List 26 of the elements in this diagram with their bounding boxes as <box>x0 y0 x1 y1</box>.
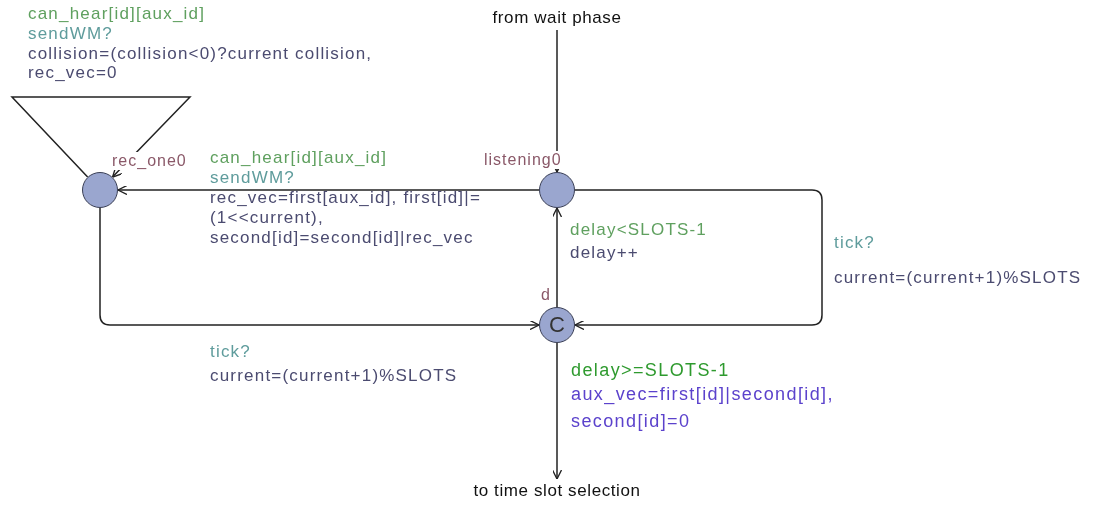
location-name: listening0 <box>484 151 562 169</box>
location-circle <box>539 172 575 208</box>
location-name: rec_one0 <box>112 152 187 170</box>
transition-arrow <box>11 96 191 178</box>
transition-label: current=(current+1)%SLOTS <box>210 366 458 386</box>
transition-label: sendWM? <box>28 24 113 44</box>
transition-arrow <box>574 189 823 331</box>
transition-label: collision=(collision<0)?current collision, rec_vec=0 <box>28 44 374 82</box>
transition-label: delay>=SLOTS-1 <box>571 359 730 382</box>
transition-label: can_hear[id][aux_id] <box>210 148 388 168</box>
transition-label: current=(current+1)%SLOTS <box>834 268 1082 288</box>
transition-label: delay<SLOTS-1 <box>570 220 708 240</box>
transition-arrow <box>551 342 563 480</box>
transition-label: can_hear[id][aux_id] <box>28 4 206 24</box>
location-circle <box>82 172 118 208</box>
transition-label: rec_vec=first[aux_id], first[id]|=(1<<current), second[id]=second[id]|rec_vec <box>210 188 483 248</box>
transition-label: sendWM? <box>210 168 295 188</box>
transition-label: aux_vec=first[id]|second[id], second[id]=0 <box>571 383 835 433</box>
endpoint-label: from wait phase <box>492 8 622 28</box>
location-circle: C <box>539 307 575 343</box>
transition-label: tick? <box>834 233 875 253</box>
transition-label: delay++ <box>570 243 639 263</box>
transition-arrow <box>117 184 540 196</box>
transition-arrow <box>551 207 563 308</box>
transition-arrow <box>99 207 540 331</box>
transition-label: tick? <box>210 342 251 362</box>
